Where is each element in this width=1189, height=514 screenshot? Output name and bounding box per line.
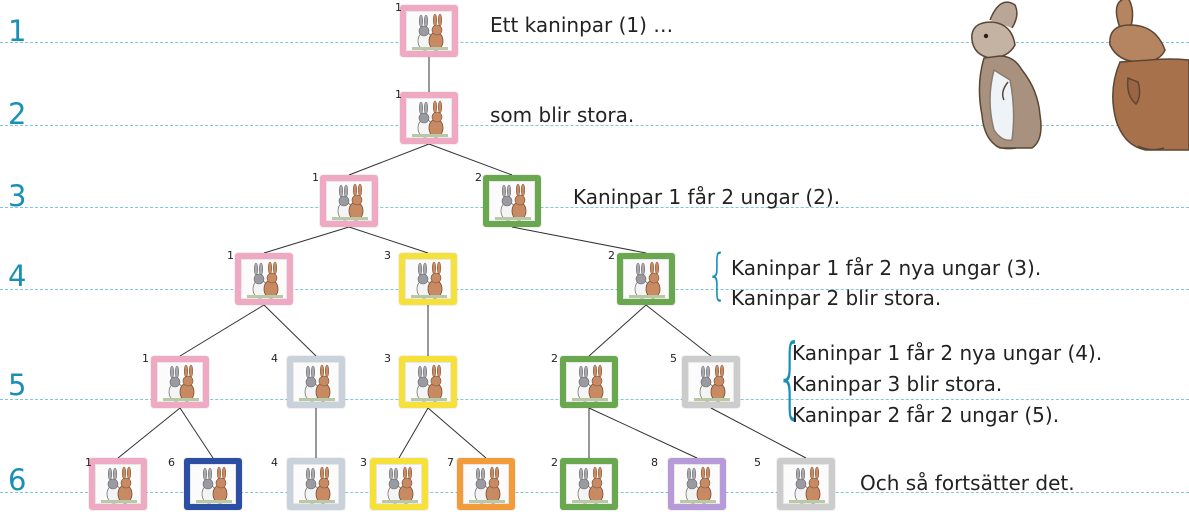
pair-number: 5 — [670, 352, 677, 365]
rabbit-pair-picture — [571, 466, 609, 504]
pair-number: 7 — [447, 456, 454, 469]
rabbit-pair-frame — [399, 356, 457, 408]
rabbit-pair-frame — [287, 458, 345, 510]
caption-row-4-line-2: Kaninpar 2 blir stora. — [731, 286, 942, 310]
rabbit-pair-frame — [457, 458, 515, 510]
pair-number: 1 — [395, 88, 402, 101]
rabbit-pair-frame — [682, 356, 740, 408]
caption-row-3: Kaninpar 1 får 2 ungar (2). — [573, 185, 841, 209]
rabbit-pair-picture — [411, 13, 449, 51]
rabbits-illustration — [971, 0, 1189, 151]
rabbit-pair-frame — [777, 458, 835, 510]
rabbit-pair-picture — [411, 100, 449, 138]
rabbit-pair-frame — [668, 458, 726, 510]
rabbit-pair-frame — [560, 458, 618, 510]
rabbit-pair-picture — [381, 466, 419, 504]
caption-row-1: Ett kaninpar (1) … — [490, 13, 674, 37]
pair-number: 2 — [608, 249, 615, 262]
row-number: 5 — [8, 368, 27, 402]
pair-number: 3 — [384, 352, 391, 365]
row-number: 3 — [8, 179, 27, 213]
rabbit-pair-frame — [89, 458, 147, 510]
pair-number: 3 — [360, 456, 367, 469]
pair-number: 1 — [312, 171, 319, 184]
row-guide-line — [0, 42, 1189, 43]
rabbit-pair-picture — [246, 261, 284, 299]
left-brace-icon: { — [706, 243, 728, 306]
rabbit-pair-frame — [400, 5, 458, 57]
caption-row-6: Och så fortsätter det. — [860, 471, 1075, 495]
rabbit-pair-frame — [235, 253, 293, 305]
pair-number: 4 — [271, 456, 278, 469]
pair-number: 2 — [551, 456, 558, 469]
rabbit-pair-picture — [628, 261, 666, 299]
rabbit-pair-picture — [693, 364, 731, 402]
pair-number: 1 — [85, 456, 92, 469]
rabbit-pair-frame — [560, 356, 618, 408]
rabbit-pair-picture — [331, 183, 369, 221]
rabbit-pair-picture — [410, 261, 448, 299]
rabbit-pair-picture — [571, 364, 609, 402]
pair-number: 1 — [142, 352, 149, 365]
rabbit-pair-frame — [151, 356, 209, 408]
rabbit-pair-frame — [399, 253, 457, 305]
caption-row-2: som blir stora. — [490, 103, 635, 127]
rabbit-pair-picture — [298, 466, 336, 504]
rabbit-pair-frame — [370, 458, 428, 510]
pair-number: 3 — [384, 249, 391, 262]
caption-row-5-line-2: Kaninpar 3 blir stora. — [792, 372, 1003, 396]
row-number: 6 — [8, 463, 27, 497]
rabbit-pair-picture — [100, 466, 138, 504]
row-number: 4 — [8, 259, 27, 293]
rabbit-pair-picture — [468, 466, 506, 504]
pair-number: 8 — [651, 456, 658, 469]
rabbit-pair-picture — [298, 364, 336, 402]
rabbit-pair-frame — [400, 92, 458, 144]
rabbit-pair-picture — [494, 183, 532, 221]
rabbit-pair-frame — [320, 175, 378, 227]
row-guide-line — [0, 289, 1189, 290]
row-number: 2 — [8, 97, 27, 131]
caption-row-4-line-1: Kaninpar 1 får 2 nya ungar (3). — [731, 256, 1042, 280]
rabbit-pair-picture — [410, 364, 448, 402]
caption-row-5-line-1: Kaninpar 1 får 2 nya ungar (4). — [792, 341, 1103, 365]
row-number: 1 — [8, 14, 27, 48]
rabbit-pair-frame — [617, 253, 675, 305]
pair-number: 1 — [227, 249, 234, 262]
rabbit-pair-picture — [788, 466, 826, 504]
rabbit-pair-frame — [184, 458, 242, 510]
pair-number: 6 — [168, 456, 175, 469]
rabbit-pair-picture — [195, 466, 233, 504]
left-brace-icon: { — [776, 325, 804, 428]
row-guide-line — [0, 125, 1189, 126]
pair-number: 5 — [754, 456, 761, 469]
pair-number: 2 — [551, 352, 558, 365]
rabbit-pair-frame — [287, 356, 345, 408]
row-guide-line — [0, 207, 1189, 208]
caption-row-5-line-3: Kaninpar 2 får 2 ungar (5). — [792, 403, 1060, 427]
pair-number: 4 — [271, 352, 278, 365]
rabbit-pair-picture — [162, 364, 200, 402]
pair-number: 2 — [475, 171, 482, 184]
rabbit-pair-frame — [483, 175, 541, 227]
pair-number: 1 — [395, 1, 402, 14]
rabbit-pair-picture — [679, 466, 717, 504]
